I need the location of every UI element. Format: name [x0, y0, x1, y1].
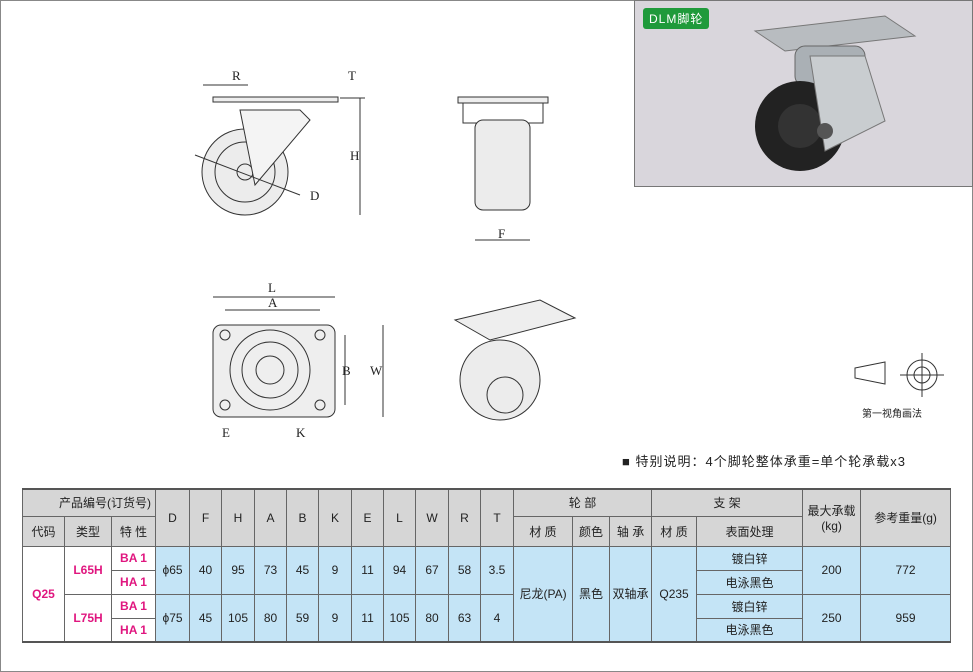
header-bearing: 轴 承: [609, 515, 653, 547]
cell-feature: HA 1: [110, 569, 157, 595]
caster-photo-illustration: [753, 15, 917, 171]
header-T: T: [480, 488, 515, 547]
table-row: HA 1 电泳黑色: [23, 569, 951, 595]
label-T: T: [348, 68, 356, 83]
cell-weight: 772: [860, 545, 952, 595]
cell-dim: ϕ65: [155, 545, 191, 595]
cell-weight: 959: [860, 593, 952, 643]
header-type: 类型: [64, 515, 112, 547]
spec-table: 产品编号(订货号) D F H A B K E L W R T 轮 部 支 架 …: [21, 488, 952, 643]
cell-dim: 95: [221, 545, 256, 595]
cell-dim: 3.5: [480, 545, 515, 595]
label-R: R: [232, 68, 241, 83]
label-H: H: [350, 148, 359, 163]
label-K: K: [296, 425, 306, 440]
cell-dim: 4: [480, 593, 515, 643]
header-wheel-material: 材 质: [513, 515, 574, 547]
header-L: L: [383, 488, 417, 547]
header-max-load: 最大承载(kg): [802, 488, 862, 547]
header-F: F: [189, 488, 223, 547]
label-F: F: [498, 226, 505, 241]
cell-dim: 9: [318, 593, 353, 643]
cell-dim: 40: [189, 545, 223, 595]
cell-dim: 73: [254, 545, 288, 595]
cell-dim: 9: [318, 545, 353, 595]
cell-dim: 105: [383, 593, 417, 643]
cell-surface: 镀白锌: [696, 593, 804, 619]
cell-dim: 63: [448, 593, 482, 643]
cell-feature: HA 1: [110, 617, 157, 643]
cell-bracket-material: Q235: [651, 545, 698, 643]
technical-drawings: R T H D F L A B W E K: [194, 68, 944, 440]
header-K: K: [318, 488, 353, 547]
cell-dim: 67: [415, 545, 450, 595]
cell-feature: BA 1: [110, 545, 157, 571]
cell-surface: 电泳黑色: [696, 617, 804, 643]
cell-max-load: 200: [802, 545, 862, 595]
header-H: H: [221, 488, 256, 547]
header-D: D: [155, 488, 191, 547]
product-tag: DLM脚轮: [643, 8, 710, 29]
cell-dim: 80: [254, 593, 288, 643]
label-E: E: [222, 425, 230, 440]
header-wheel: 轮 部: [513, 488, 653, 517]
label-D: D: [310, 188, 319, 203]
cell-dim: 105: [221, 593, 256, 643]
cell-wheel-color: 黑色: [572, 545, 611, 643]
cell-dim: 80: [415, 593, 450, 643]
table-row: L75H BA 1 ϕ75 45 105 80 59 9 11 105 80 6…: [23, 593, 952, 643]
header-A: A: [254, 488, 288, 547]
header-bracket: 支 架: [651, 488, 804, 517]
header-B: B: [286, 488, 320, 547]
header-E: E: [351, 488, 385, 547]
label-A: A: [268, 295, 278, 310]
header-weight: 参考重量(g): [860, 488, 952, 547]
label-W: W: [370, 363, 383, 378]
label-B: B: [342, 363, 351, 378]
cell-dim: 11: [351, 593, 385, 643]
special-note: ■ 特别说明：4个脚轮整体承重=单个轮承载x3: [622, 454, 907, 469]
cell-surface: 电泳黑色: [696, 569, 804, 595]
cell-feature: BA 1: [110, 593, 157, 619]
projection-caption: 第一视角画法: [862, 409, 922, 420]
table-row: HA 1 电泳黑色: [23, 617, 951, 643]
header-wheel-color: 颜色: [572, 515, 611, 547]
cell-dim: 45: [189, 593, 223, 643]
header-R: R: [448, 488, 482, 547]
header-surface: 表面处理: [696, 515, 804, 547]
cell-wheel-material: 尼龙(PA): [513, 545, 574, 643]
cell-dim: 94: [383, 545, 417, 595]
cell-bearing: 双轴承: [609, 545, 653, 643]
product-photo: DLM脚轮: [634, 0, 973, 187]
cell-max-load: 250: [802, 593, 862, 643]
table-row: Q25 L65H BA 1 ϕ65 40 95 73 45 9 11 94 67…: [22, 545, 952, 643]
cell-type: L75H: [64, 593, 112, 643]
cell-dim: 45: [286, 545, 320, 595]
header-product-code: 产品编号(订货号): [21, 488, 157, 517]
cell-dim: 58: [448, 545, 482, 595]
cell-dim: 59: [286, 593, 320, 643]
header-feature: 特 性: [110, 515, 157, 547]
cell-type: L65H: [64, 545, 112, 595]
header-W: W: [415, 488, 450, 547]
cell-dim: ϕ75: [155, 593, 191, 643]
cell-surface: 镀白锌: [696, 545, 804, 571]
header-code: 代码: [22, 515, 65, 547]
header-bracket-material: 材 质: [651, 515, 698, 547]
cell-code: Q25: [22, 545, 65, 643]
label-L: L: [268, 280, 276, 295]
cell-dim: 11: [351, 545, 385, 595]
